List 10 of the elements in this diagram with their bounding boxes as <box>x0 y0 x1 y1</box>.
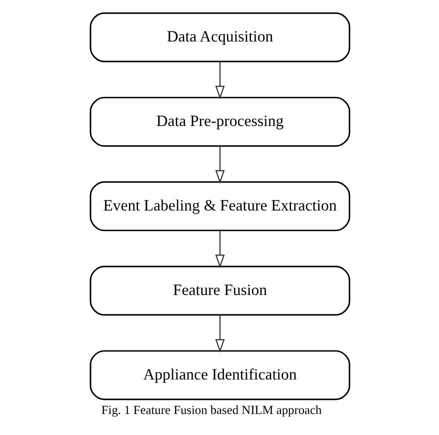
node-box: Data Pre-processing <box>89 96 350 147</box>
arrow <box>214 62 224 100</box>
arrow <box>214 315 224 353</box>
node-box: Appliance Identification <box>89 350 350 400</box>
node-box: Event Labeling & Feature Extraction <box>89 181 350 232</box>
caption: Fig. 1 Feature Fusion based NILM approach <box>100 402 322 417</box>
node-box: Feature Fusion <box>89 266 350 316</box>
node-box: Data Acquisition <box>89 12 350 62</box>
arrow <box>214 146 224 184</box>
arrow <box>214 230 224 268</box>
